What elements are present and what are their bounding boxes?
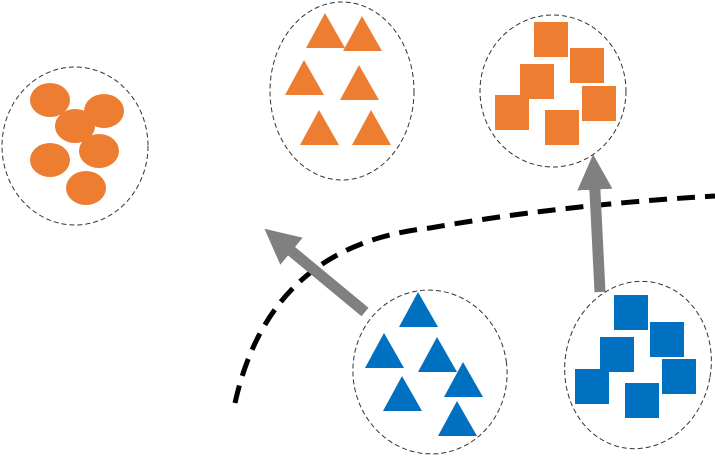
blue-square (575, 369, 609, 404)
orange-triangle (352, 110, 391, 145)
orange-circle (30, 143, 70, 177)
orange-circle (66, 171, 106, 205)
orange-square (582, 86, 616, 121)
orange-triangle (343, 16, 382, 51)
cluster-orange-circles (1, 66, 149, 226)
orange-square (570, 48, 604, 83)
blue-square (625, 383, 659, 418)
blue-square (650, 322, 684, 357)
orange-square (545, 110, 579, 145)
orange-triangle (340, 65, 379, 100)
cluster-blue-triangles (352, 289, 508, 455)
blue-square (600, 337, 634, 372)
cluster-orange-squares (479, 14, 627, 168)
orange-triangle (285, 60, 324, 95)
orange-square (520, 64, 554, 99)
blue-square (662, 359, 696, 394)
blue-square (614, 295, 648, 330)
blue-triangle (365, 333, 404, 368)
orange-circle (30, 83, 70, 117)
arrow-blue-triangles-to-orange-triangles (264, 228, 369, 317)
orange-triangle (306, 13, 345, 48)
arrow-blue-squares-to-orange-squares (577, 154, 613, 293)
blue-triangle (418, 337, 457, 372)
orange-circle (55, 109, 95, 143)
cluster-outline (269, 1, 415, 181)
decision-boundary (232, 193, 715, 404)
blue-triangle (399, 292, 438, 327)
blue-triangle (444, 362, 483, 397)
cluster-outline (479, 14, 627, 168)
blue-triangle (383, 376, 422, 411)
orange-square (495, 95, 529, 130)
orange-circle (79, 134, 119, 168)
cluster-outline (352, 289, 508, 455)
cluster-orange-triangles (269, 1, 415, 181)
cluster-outline (564, 280, 712, 450)
blue-triangle (438, 401, 477, 436)
cluster-blue-squares (564, 280, 712, 450)
orange-circle (84, 94, 124, 128)
orange-square (534, 22, 568, 57)
cluster-outline (1, 66, 149, 226)
orange-triangle (300, 110, 339, 145)
